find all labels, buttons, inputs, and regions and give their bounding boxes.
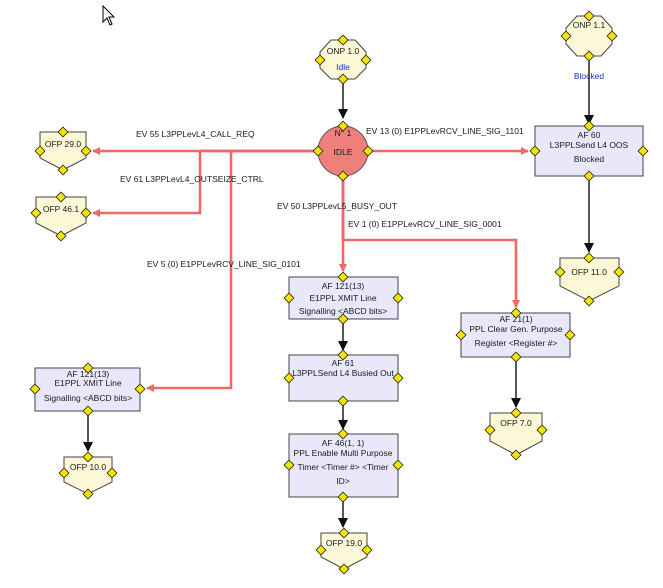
onp-1-1-node[interactable]: ONP 1.1 xyxy=(560,10,618,62)
af-21-param: Register <Register #> xyxy=(475,338,558,348)
mouse-cursor-icon xyxy=(102,4,116,26)
af-21-node[interactable]: AF 21(1) PPL Clear Gen. Purpose Register… xyxy=(455,307,576,363)
onp-1-0-node[interactable]: ONP 1.0 Idle xyxy=(314,34,372,85)
connection-handle[interactable] xyxy=(283,271,404,325)
ofp-29-0-label: OFP 29.0 xyxy=(45,139,81,149)
ofp-7-0-label: OFP 7.0 xyxy=(500,418,532,428)
af-21-action: PPL Clear Gen. Purpose xyxy=(469,324,563,334)
af-21-title: AF 21(1) xyxy=(499,314,532,324)
state-idle-node[interactable]: N° 1 IDLE xyxy=(312,120,374,182)
ofp-11-0-node[interactable]: OFP 11.0 xyxy=(554,252,625,307)
label-ev1: EV 1 (0) E1PPLevRCV_LINE_SIG_0001 xyxy=(348,219,502,229)
af-46-param: Timer <Timer #> <Timer xyxy=(298,462,389,472)
connection-handle[interactable] xyxy=(455,307,576,363)
af-60-param: Blocked xyxy=(574,154,605,164)
ofp-29-0-node[interactable]: OFP 29.0 xyxy=(34,126,92,176)
connection-handle[interactable] xyxy=(554,252,625,307)
af-121-middle-title: AF 121(13) xyxy=(322,281,365,291)
connection-handle[interactable] xyxy=(315,527,373,575)
onp-1-0-state: Idle xyxy=(336,62,350,72)
edge-ev5[interactable] xyxy=(146,149,318,392)
connection-handle[interactable] xyxy=(484,407,548,461)
onp-1-1-title: ONP 1.1 xyxy=(573,20,606,30)
af-60-title: AF 60 xyxy=(578,130,601,140)
connection-handle[interactable] xyxy=(283,428,404,503)
label-ev50: EV 50 L3PPLevL5_BUSY_OUT xyxy=(277,201,397,211)
connection-handle[interactable] xyxy=(560,10,618,62)
edge-ev1[interactable] xyxy=(341,178,520,308)
af-121-left-node[interactable]: AF 121(13) E1PPL XMIT Line Signalling <A… xyxy=(29,362,146,417)
af-61-node[interactable]: AF 61 L3PPLSend L4 Busied Out xyxy=(283,349,404,407)
af-46-param-cont: ID> xyxy=(336,476,350,486)
connection-handle[interactable] xyxy=(283,349,404,407)
ofp-7-0-node[interactable]: OFP 7.0 xyxy=(484,407,548,461)
state-number: N° 1 xyxy=(335,128,352,138)
ofp-10-0-label: OFP 10.0 xyxy=(70,462,106,472)
af-46-title: AF 46(1, 1) xyxy=(322,438,365,448)
af-121-left-action: E1PPL XMIT Line xyxy=(54,378,121,388)
label-ev61: EV 61 L3PPLevL4_OUTSEIZE_CTRL xyxy=(120,174,264,184)
connection-handle[interactable] xyxy=(314,34,372,85)
af-61-action: L3PPLSend L4 Busied Out xyxy=(292,368,394,378)
af-121-middle-action: E1PPL XMIT Line xyxy=(309,293,376,303)
af-121-middle-node[interactable]: AF 121(13) E1PPL XMIT Line Signalling <A… xyxy=(283,271,404,325)
ofp-19-0-label: OFP 19.0 xyxy=(326,538,362,548)
connection-handle[interactable] xyxy=(29,362,146,417)
af-121-left-title: AF 121(13) xyxy=(67,369,110,379)
label-ev5: EV 5 (0) E1PPLevRCV_LINE_SIG_0101 xyxy=(147,259,301,269)
connection-handle[interactable] xyxy=(312,120,374,182)
onp-1-1-state: Blocked xyxy=(574,71,605,81)
ofp-46-1-label: OFP 46.1 xyxy=(43,204,79,214)
connection-handle[interactable] xyxy=(30,191,92,242)
af-61-title: AF 61 xyxy=(332,358,355,368)
label-ev55: EV 55 L3PPLevL4_CALL_REQ xyxy=(136,129,255,139)
af-121-left-param: Signalling <ABCD bits> xyxy=(44,393,132,403)
connection-handle[interactable] xyxy=(34,126,92,176)
af-46-node[interactable]: AF 46(1, 1) PPL Enable Multi Purpose Tim… xyxy=(283,428,404,503)
af-121-middle-param: Signalling <ABCD bits> xyxy=(299,306,387,316)
connection-handle[interactable] xyxy=(58,451,118,500)
connection-handle[interactable] xyxy=(529,120,649,182)
ofp-11-0-label: OFP 11.0 xyxy=(571,267,607,277)
ofp-46-1-node[interactable]: OFP 46.1 xyxy=(30,191,92,242)
af-46-action: PPL Enable Multi Purpose xyxy=(294,448,393,458)
af-60-node[interactable]: AF 60 L3PPLSend L4 OOS Blocked xyxy=(529,120,649,182)
onp-1-0-title: ONP 1.0 xyxy=(327,46,360,56)
ofp-19-0-node[interactable]: OFP 19.0 xyxy=(315,527,373,575)
label-ev13: EV 13 (0) E1PPLevRCV_LINE_SIG_1101 xyxy=(366,126,524,136)
state-name: IDLE xyxy=(334,147,353,157)
ofp-10-0-node[interactable]: OFP 10.0 xyxy=(58,451,118,500)
af-60-action: L3PPLSend L4 OOS xyxy=(550,140,629,150)
